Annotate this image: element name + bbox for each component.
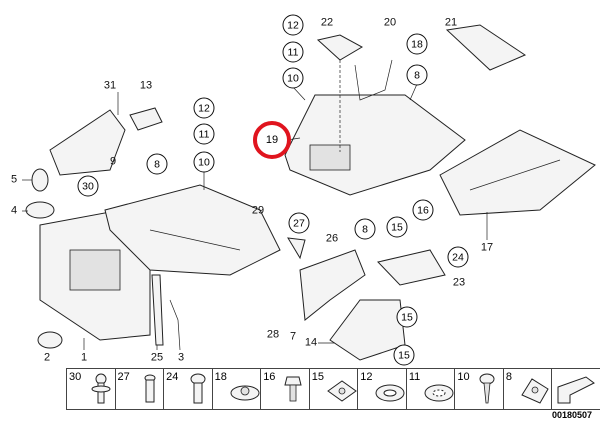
fastener-cell: 12	[358, 369, 407, 409]
fastener-legend: 30 27 24 18 16 15 12 11 10 8	[66, 368, 600, 410]
callout-11: 11	[282, 41, 304, 63]
fastener-cell: 16	[261, 369, 310, 409]
fastener-cell: 10	[455, 369, 504, 409]
fastener-cell: 15	[310, 369, 359, 409]
callout-18: 18	[406, 33, 428, 55]
fastener-number: 18	[214, 371, 227, 383]
fastener-number: 24	[166, 371, 179, 383]
label-5: 5	[10, 173, 18, 186]
callout-8: 8	[406, 64, 428, 86]
part-25-strip	[151, 274, 164, 346]
label-17: 17	[480, 241, 494, 254]
label-29: 29	[251, 204, 265, 217]
label-2: 2	[43, 351, 51, 364]
part-19-opening	[309, 144, 351, 171]
diagram-code: 00180507	[551, 410, 592, 420]
label-25: 25	[150, 351, 164, 364]
callout-15: 15	[396, 306, 418, 328]
fastener-number: 10	[457, 371, 470, 383]
callout-8: 8	[146, 153, 168, 175]
part-2	[37, 331, 63, 349]
label-9: 9	[109, 155, 117, 168]
part-bracket-31	[49, 109, 126, 176]
part-front-underbody-shield	[104, 184, 281, 276]
callout-19-highlighted[interactable]: 19	[253, 121, 291, 159]
label-1: 1	[80, 351, 88, 364]
speed-nut-icon	[326, 380, 357, 402]
fastener-number: 27	[117, 371, 130, 383]
clip-nut-icon	[521, 378, 549, 404]
fastener-number: 11	[408, 371, 421, 383]
callout-10: 10	[282, 67, 304, 89]
part-7-duct	[299, 249, 366, 321]
fastener-cell-arrow	[552, 369, 600, 409]
label-13: 13	[139, 79, 153, 92]
callout-30: 30	[77, 175, 99, 197]
label-28: 28	[266, 328, 280, 341]
washer-icon	[375, 384, 405, 402]
washer-nut-icon	[230, 385, 260, 401]
fastener-cell: 18	[213, 369, 262, 409]
label-21: 21	[444, 16, 458, 29]
callout-15: 15	[386, 216, 408, 238]
fastener-number: 8	[505, 371, 513, 383]
arrow-icon	[557, 376, 596, 404]
part-21-cover	[445, 24, 527, 71]
fastener-cell: 30	[67, 369, 116, 409]
fastener-number: 15	[311, 371, 324, 383]
lock-washer-icon	[424, 384, 454, 402]
label-23: 23	[452, 276, 466, 289]
fastener-cell: 8	[504, 369, 553, 409]
part-23-bracket	[377, 249, 446, 286]
callout-12: 12	[193, 97, 215, 119]
callout-27: 27	[288, 212, 310, 234]
part-27-clip	[287, 237, 306, 260]
part-13	[129, 107, 163, 131]
part-20-bracket	[354, 59, 393, 101]
part-front-grille	[69, 249, 121, 291]
part-4	[25, 201, 55, 219]
label-3: 3	[177, 351, 185, 364]
fastener-cell: 11	[407, 369, 456, 409]
fastener-number: 30	[69, 371, 82, 383]
callout-16: 16	[412, 199, 434, 221]
bolt-icon	[284, 376, 302, 402]
callout-15: 15	[393, 344, 415, 366]
label-26: 26	[325, 232, 339, 245]
part-17-rear-shield	[439, 129, 596, 216]
callout-24: 24	[447, 246, 469, 268]
part-5-ring	[31, 168, 49, 192]
label-4: 4	[10, 204, 18, 217]
clip-icon	[91, 373, 111, 404]
callout-11: 11	[193, 123, 215, 145]
callout-8: 8	[354, 218, 376, 240]
screw-icon	[479, 373, 495, 404]
fastener-cell: 27	[116, 369, 165, 409]
rivet-icon	[144, 374, 156, 403]
label-31: 31	[103, 79, 117, 92]
part-22-cover	[316, 34, 364, 61]
push-clip-icon	[190, 373, 206, 404]
label-22: 22	[320, 16, 334, 29]
label-14: 14	[304, 336, 318, 349]
fastener-number: 12	[360, 371, 373, 383]
fastener-number: 16	[263, 371, 276, 383]
callout-10: 10	[193, 151, 215, 173]
label-20: 20	[383, 16, 397, 29]
callout-12: 12	[282, 14, 304, 36]
label-7: 7	[289, 330, 297, 343]
fastener-cell: 24	[164, 369, 213, 409]
